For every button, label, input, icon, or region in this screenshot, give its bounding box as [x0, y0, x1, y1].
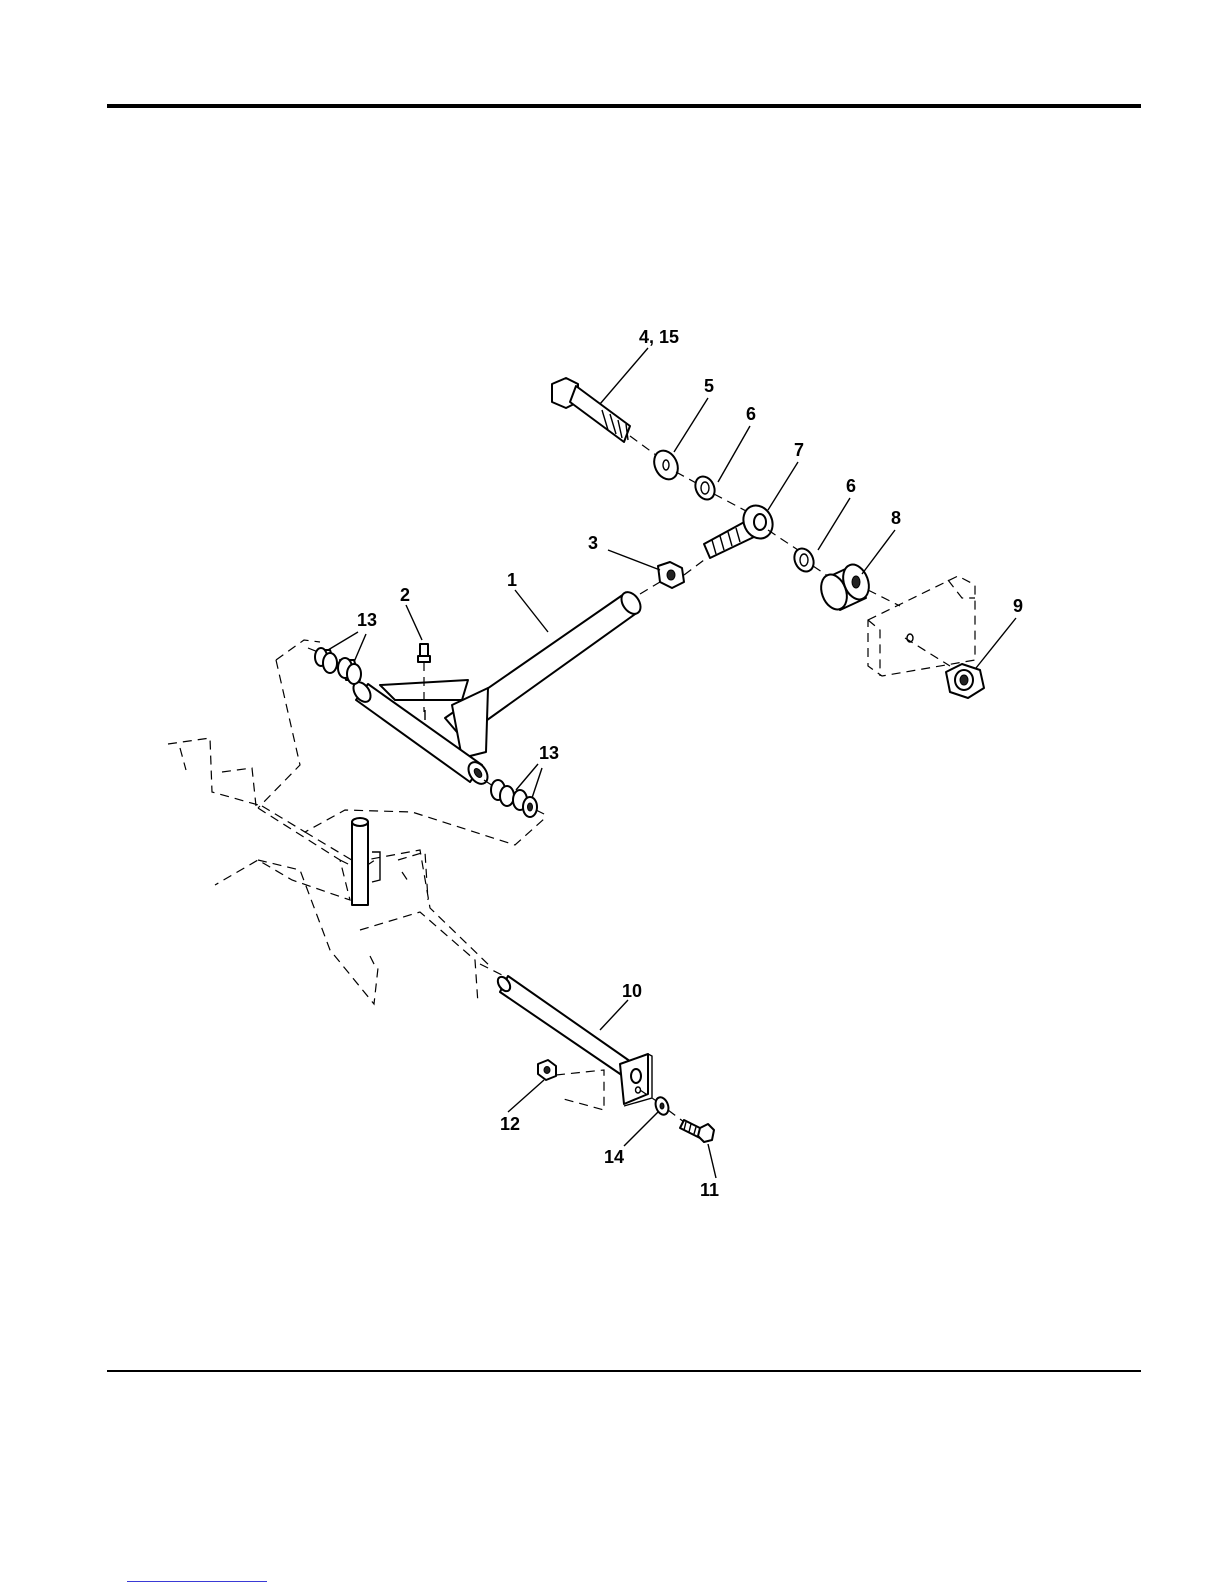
part-6-spacer-lower[interactable]	[791, 545, 828, 576]
callout-2: 2	[400, 585, 410, 605]
part-5-washer[interactable]	[650, 447, 698, 484]
callout-11: 11	[700, 1180, 719, 1200]
callout-13-right: 13	[539, 743, 559, 763]
part-3-hex-nut[interactable]	[640, 560, 704, 594]
callout-5: 5	[704, 376, 714, 396]
part-13-bushings-left[interactable]	[308, 648, 361, 684]
part-2-grease-fitting[interactable]	[418, 644, 430, 712]
callout-9: 9	[1013, 596, 1023, 616]
part-1-t-arm[interactable]	[350, 589, 644, 788]
part-9-lock-nut[interactable]	[905, 634, 984, 698]
callout-4-15: 4, 15	[639, 327, 679, 347]
callout-12: 12	[500, 1114, 520, 1134]
part-4-15-bolt[interactable]	[552, 378, 660, 458]
part-13-bushings-right[interactable]	[484, 780, 548, 817]
callout-6-lower: 6	[846, 476, 856, 496]
callout-3: 3	[588, 533, 598, 553]
callout-6-upper: 6	[746, 404, 756, 424]
callout-7: 7	[794, 440, 804, 460]
callout-1: 1	[507, 570, 517, 590]
part-12-nut[interactable]	[538, 1060, 556, 1080]
callout-8: 8	[891, 508, 901, 528]
part-14-washer[interactable]	[640, 1090, 684, 1122]
part-8-bushing[interactable]	[817, 561, 900, 613]
callout-14: 14	[604, 1147, 624, 1167]
callout-10: 10	[622, 981, 642, 1001]
part-7-rod-end[interactable]	[704, 501, 798, 558]
part-11-bolt[interactable]	[680, 1120, 714, 1142]
frame-post	[352, 818, 380, 905]
callout-13-left: 13	[357, 610, 377, 630]
